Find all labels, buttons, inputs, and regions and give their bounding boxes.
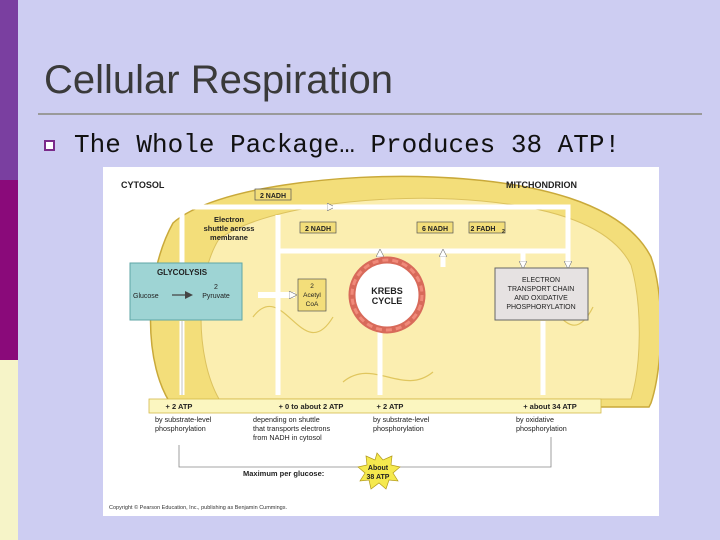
bullet-square-icon [44,140,55,151]
svg-text:AND OXIDATIVE: AND OXIDATIVE [514,295,568,302]
fadh-label: 2 FADH [471,226,496,233]
atp-yield-4: + about 34 ATP [523,402,577,411]
cytosol-label: CYTOSOL [121,180,165,190]
respiration-diagram: CYTOSOL MITCHONDRION 2 NADH Electron shu… [103,167,659,516]
nadh-a-box [299,221,337,234]
svg-text:phosphorylation: phosphorylation [373,424,424,433]
atp-burst-icon [357,452,401,490]
pyruvate-count: 2 [214,284,218,291]
svg-text:by substrate-level: by substrate-level [155,415,212,424]
glucose-label: Glucose [133,293,159,300]
copyright: Copyright © Pearson Education, Inc., pub… [109,504,287,511]
atp-yield-2: + 0 to about 2 ATP [279,402,344,411]
shuttle-line-2: shuttle across [204,224,255,233]
fadh-box [468,221,506,234]
arrow-to-etc [333,204,568,267]
mitochondrion-label: MITCHONDRION [506,180,577,190]
shuttle-line-1: Electron [214,215,244,224]
accent-bar-top [0,0,18,180]
svg-text:by substrate-level: by substrate-level [373,415,430,424]
nadh-b-label: 6 NADH [422,226,448,233]
max-label: Maximum per glucose: [243,469,324,478]
atp-yield-1: + 2 ATP [166,402,193,411]
svg-text:CoA: CoA [306,301,319,308]
svg-text:PHOSPHORYLATION: PHOSPHORYLATION [506,304,575,311]
svg-text:depending on shuttle: depending on shuttle [253,415,320,424]
svg-text:Acetyl: Acetyl [303,292,321,299]
svg-text:TRANSPORT CHAIN: TRANSPORT CHAIN [508,286,575,293]
svg-text:from NADH in cytosol: from NADH in cytosol [253,433,322,442]
glycolysis-label: GLYCOLYSIS [157,268,208,277]
shuttle-line-3: membrane [210,233,248,242]
atp-band [148,398,602,414]
krebs-line-2: CYCLE [372,296,403,306]
nadh-a-label: 2 NADH [305,226,331,233]
svg-text:About: About [368,465,389,472]
svg-text:ELECTRON: ELECTRON [522,277,560,284]
arrow-nadh-top [179,207,333,271]
svg-text:phosphorylation: phosphorylation [155,424,206,433]
etc-box [494,267,589,321]
fadh-subscript: 2 [502,229,505,235]
pyruvate-label: Pyruvate [202,293,230,300]
acetyl-coa-box [297,278,327,312]
nadh-top-box [254,188,292,201]
slide-title: Cellular Respiration [44,58,394,102]
svg-text:that transports electrons: that transports electrons [253,424,331,433]
svg-text:by oxidative: by oxidative [516,415,554,424]
title-divider [38,113,702,115]
svg-text:38 ATP: 38 ATP [367,474,390,481]
svg-text:phosphorylation: phosphorylation [516,424,567,433]
bullet-text: The Whole Package… Produces 38 ATP! [74,130,621,160]
accent-bar-middle [0,180,18,360]
svg-text:2: 2 [310,283,314,290]
krebs-line-1: KREBS [371,286,403,296]
nadh-b-box [416,221,454,234]
atp-yield-3: + 2 ATP [377,402,404,411]
accent-bar-bottom [0,360,18,540]
nadh-top-label: 2 NADH [260,193,286,200]
